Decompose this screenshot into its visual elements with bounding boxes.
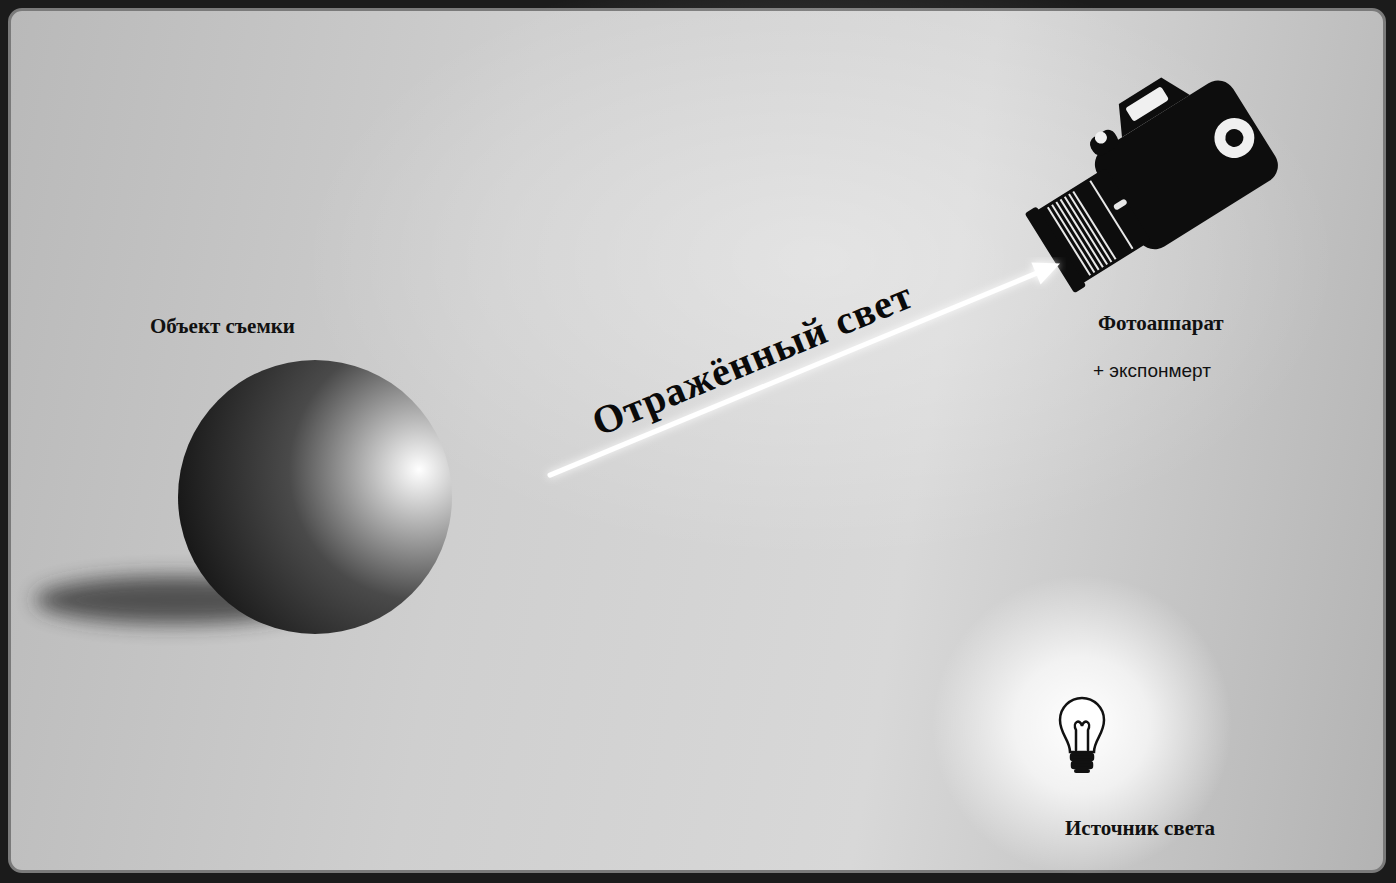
- arrow-head: [1031, 262, 1060, 284]
- light-ray-arrow: [550, 262, 1060, 475]
- node-heading: Источник света: [1065, 816, 1215, 841]
- light-source-node: Источник света: [1050, 692, 1114, 787]
- edge-label: Отражённый свет: [585, 272, 919, 447]
- ray-line: [550, 271, 1042, 475]
- ambient-glow: [300, 0, 1340, 560]
- subject-sphere: Объект съемки: [178, 360, 452, 634]
- camera-node: Фотоаппарат+ экспонмерт: [1060, 70, 1290, 285]
- sphere: [178, 360, 452, 634]
- light-glow: [932, 575, 1232, 875]
- node-heading: Фотоаппарат: [1098, 311, 1224, 336]
- node-note: + экспонмерт: [1093, 360, 1211, 382]
- bulb-icon: [1060, 698, 1104, 771]
- camera-icon: [1002, 48, 1285, 300]
- node-heading: Объект съемки: [150, 314, 295, 339]
